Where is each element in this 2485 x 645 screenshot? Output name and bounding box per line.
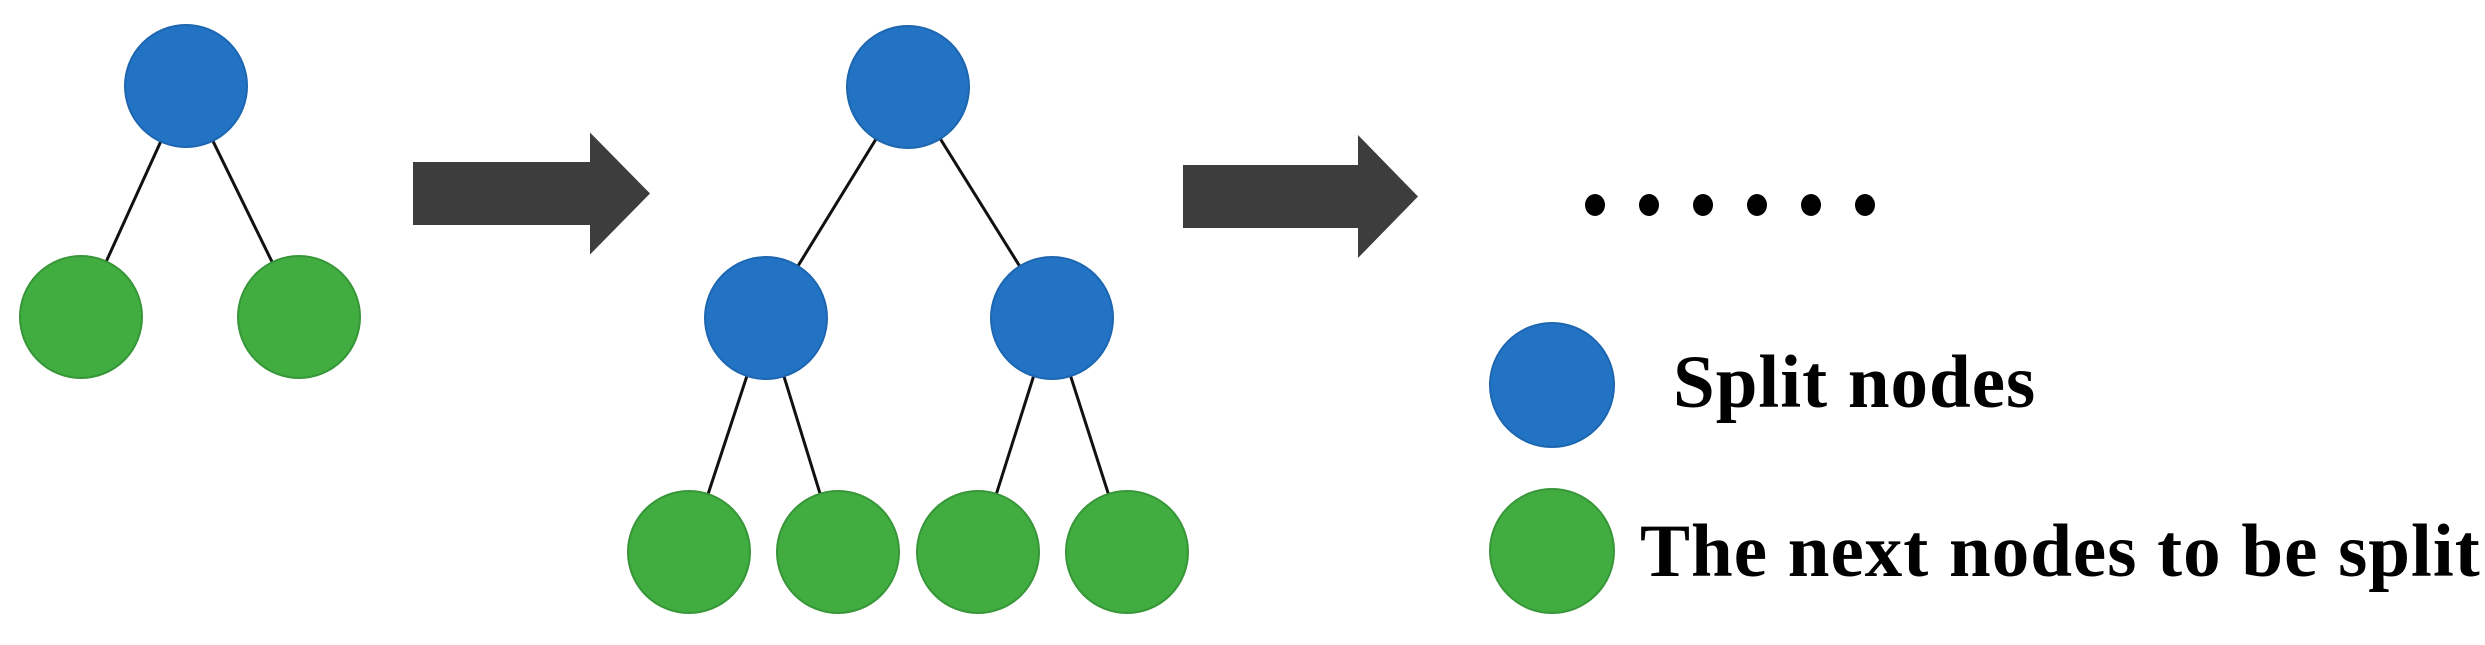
legend-label: Split nodes — [1673, 341, 2036, 424]
legend-next-node-swatch — [1489, 488, 1615, 614]
ellipsis-dot-icon — [1747, 194, 1767, 216]
split-node — [846, 25, 970, 149]
ellipsis-dot-icon — [1801, 194, 1821, 216]
split-node — [704, 256, 828, 380]
arrow-step-2-to-3-icon — [1183, 135, 1418, 258]
next-node — [1065, 490, 1189, 614]
ellipsis-dot-icon — [1585, 194, 1605, 216]
next-node — [237, 255, 361, 379]
legend-item: The next nodes to be split — [1489, 488, 2481, 614]
ellipsis-dot-icon — [1855, 194, 1875, 216]
next-node — [19, 255, 143, 379]
ellipsis-dot-icon — [1639, 194, 1659, 216]
split-node — [990, 256, 1114, 380]
ellipsis-dots — [1585, 194, 1875, 216]
legend-label: The next nodes to be split — [1640, 510, 2481, 593]
next-node — [776, 490, 900, 614]
tree-step-1 — [19, 24, 361, 379]
legend-item: Split nodes — [1489, 322, 2036, 448]
next-node — [916, 490, 1040, 614]
next-node — [627, 490, 751, 614]
arrow-step-1-to-2-icon — [413, 132, 650, 255]
ellipsis-dot-icon — [1693, 194, 1713, 216]
split-node — [124, 24, 248, 148]
tree-step-2 — [627, 25, 1189, 614]
legend-split-node-swatch — [1489, 322, 1615, 448]
